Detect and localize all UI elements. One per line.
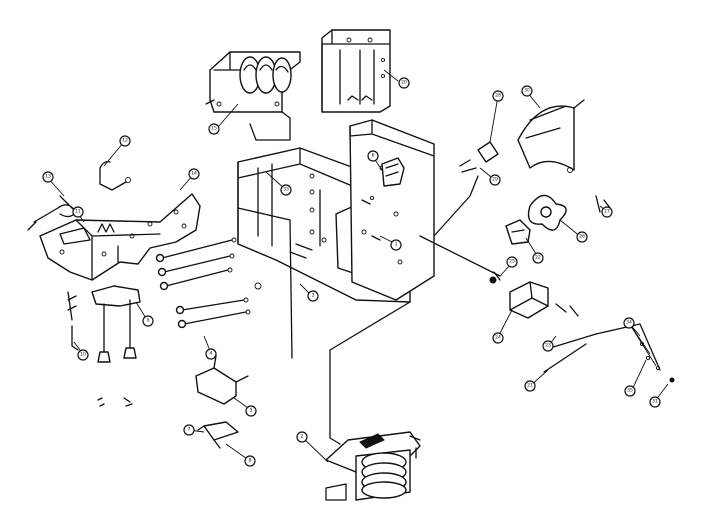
svg-text:24: 24 [495,335,501,341]
callout: 9 [142,315,154,327]
svg-text:35: 35 [627,388,633,394]
svg-text:33: 33 [283,187,289,193]
fan-motor [505,219,531,245]
svg-text:11: 11 [75,209,81,215]
leader-line [237,207,293,359]
mounting-bracket [67,285,141,407]
callout: 5 [245,405,257,417]
callout: 1 [390,239,402,251]
motor-fan-shroud [517,99,585,173]
svg-text:8: 8 [249,458,252,464]
callout: 3 [307,290,319,302]
top-transformer-assembly [205,51,301,125]
callout: 15 [208,123,220,135]
svg-text:15: 15 [211,126,217,132]
callout: 35 [624,385,636,397]
callout: 29 [489,174,501,186]
callout: 30 [521,85,533,97]
svg-text:2: 2 [301,434,304,440]
svg-text:4: 4 [210,351,213,357]
leader-line [329,349,341,445]
svg-text:1: 1 [395,242,398,248]
callout: 25 [506,256,518,268]
leader-line [419,235,501,277]
svg-text:10: 10 [80,352,86,358]
svg-text:9: 9 [147,318,150,324]
shaft-rod [489,195,675,383]
leader-line [433,175,479,237]
svg-text:34: 34 [626,320,632,326]
callout: 24 [492,332,504,344]
svg-text:22: 22 [535,255,541,261]
callout: 12 [119,135,131,147]
svg-text:29: 29 [492,177,498,183]
svg-text:23: 23 [545,343,551,349]
left-control-panel [39,193,201,281]
svg-text:3: 3 [312,293,315,299]
callout: 7 [183,424,195,436]
svg-text:31: 31 [652,399,658,405]
svg-text:26: 26 [579,234,585,240]
callout: 6 [367,150,379,162]
svg-text:14: 14 [191,171,197,177]
callout: 13 [42,171,54,183]
callout: 23 [542,340,554,352]
rear-vertical-panel [349,119,435,301]
callout: 27 [601,206,613,218]
fan-blade [527,194,567,231]
svg-text:28: 28 [495,93,501,99]
svg-text:25: 25 [509,259,515,265]
callout: 34 [623,317,635,329]
motor-mount-bracket [509,281,549,319]
callout: 10 [77,349,89,361]
callout: 20 [398,77,410,89]
callout: 31 [649,396,661,408]
bottom-transformer [325,431,421,501]
svg-text:30: 30 [524,88,530,94]
callout: 21 [524,380,536,392]
svg-text:6: 6 [372,153,375,159]
callout: 14 [188,168,200,180]
callout: 26 [576,231,588,243]
callout: 28 [492,90,504,102]
callout: 2 [296,431,308,443]
small-bracket-top-right [459,141,499,173]
callout: 33 [280,184,292,196]
svg-text:27: 27 [604,209,610,215]
lower-latch-bracket [195,355,249,449]
svg-text:5: 5 [250,408,253,414]
callout: 22 [532,252,544,264]
svg-text:13: 13 [45,174,51,180]
mounting-screws [155,237,262,329]
callouts: 15 20 12 13 14 11 10 9 3 4 5 7 8 2 6 33 … [42,77,661,467]
leader-line [249,123,291,141]
svg-text:12: 12 [122,138,128,144]
callout: 8 [244,455,256,467]
top-bracket-plate [321,29,391,113]
callout: 4 [205,348,217,360]
svg-text:21: 21 [527,383,533,389]
svg-text:20: 20 [401,80,407,86]
leader-line [329,301,411,351]
callout: 11 [72,206,84,218]
svg-text:7: 7 [188,427,191,433]
